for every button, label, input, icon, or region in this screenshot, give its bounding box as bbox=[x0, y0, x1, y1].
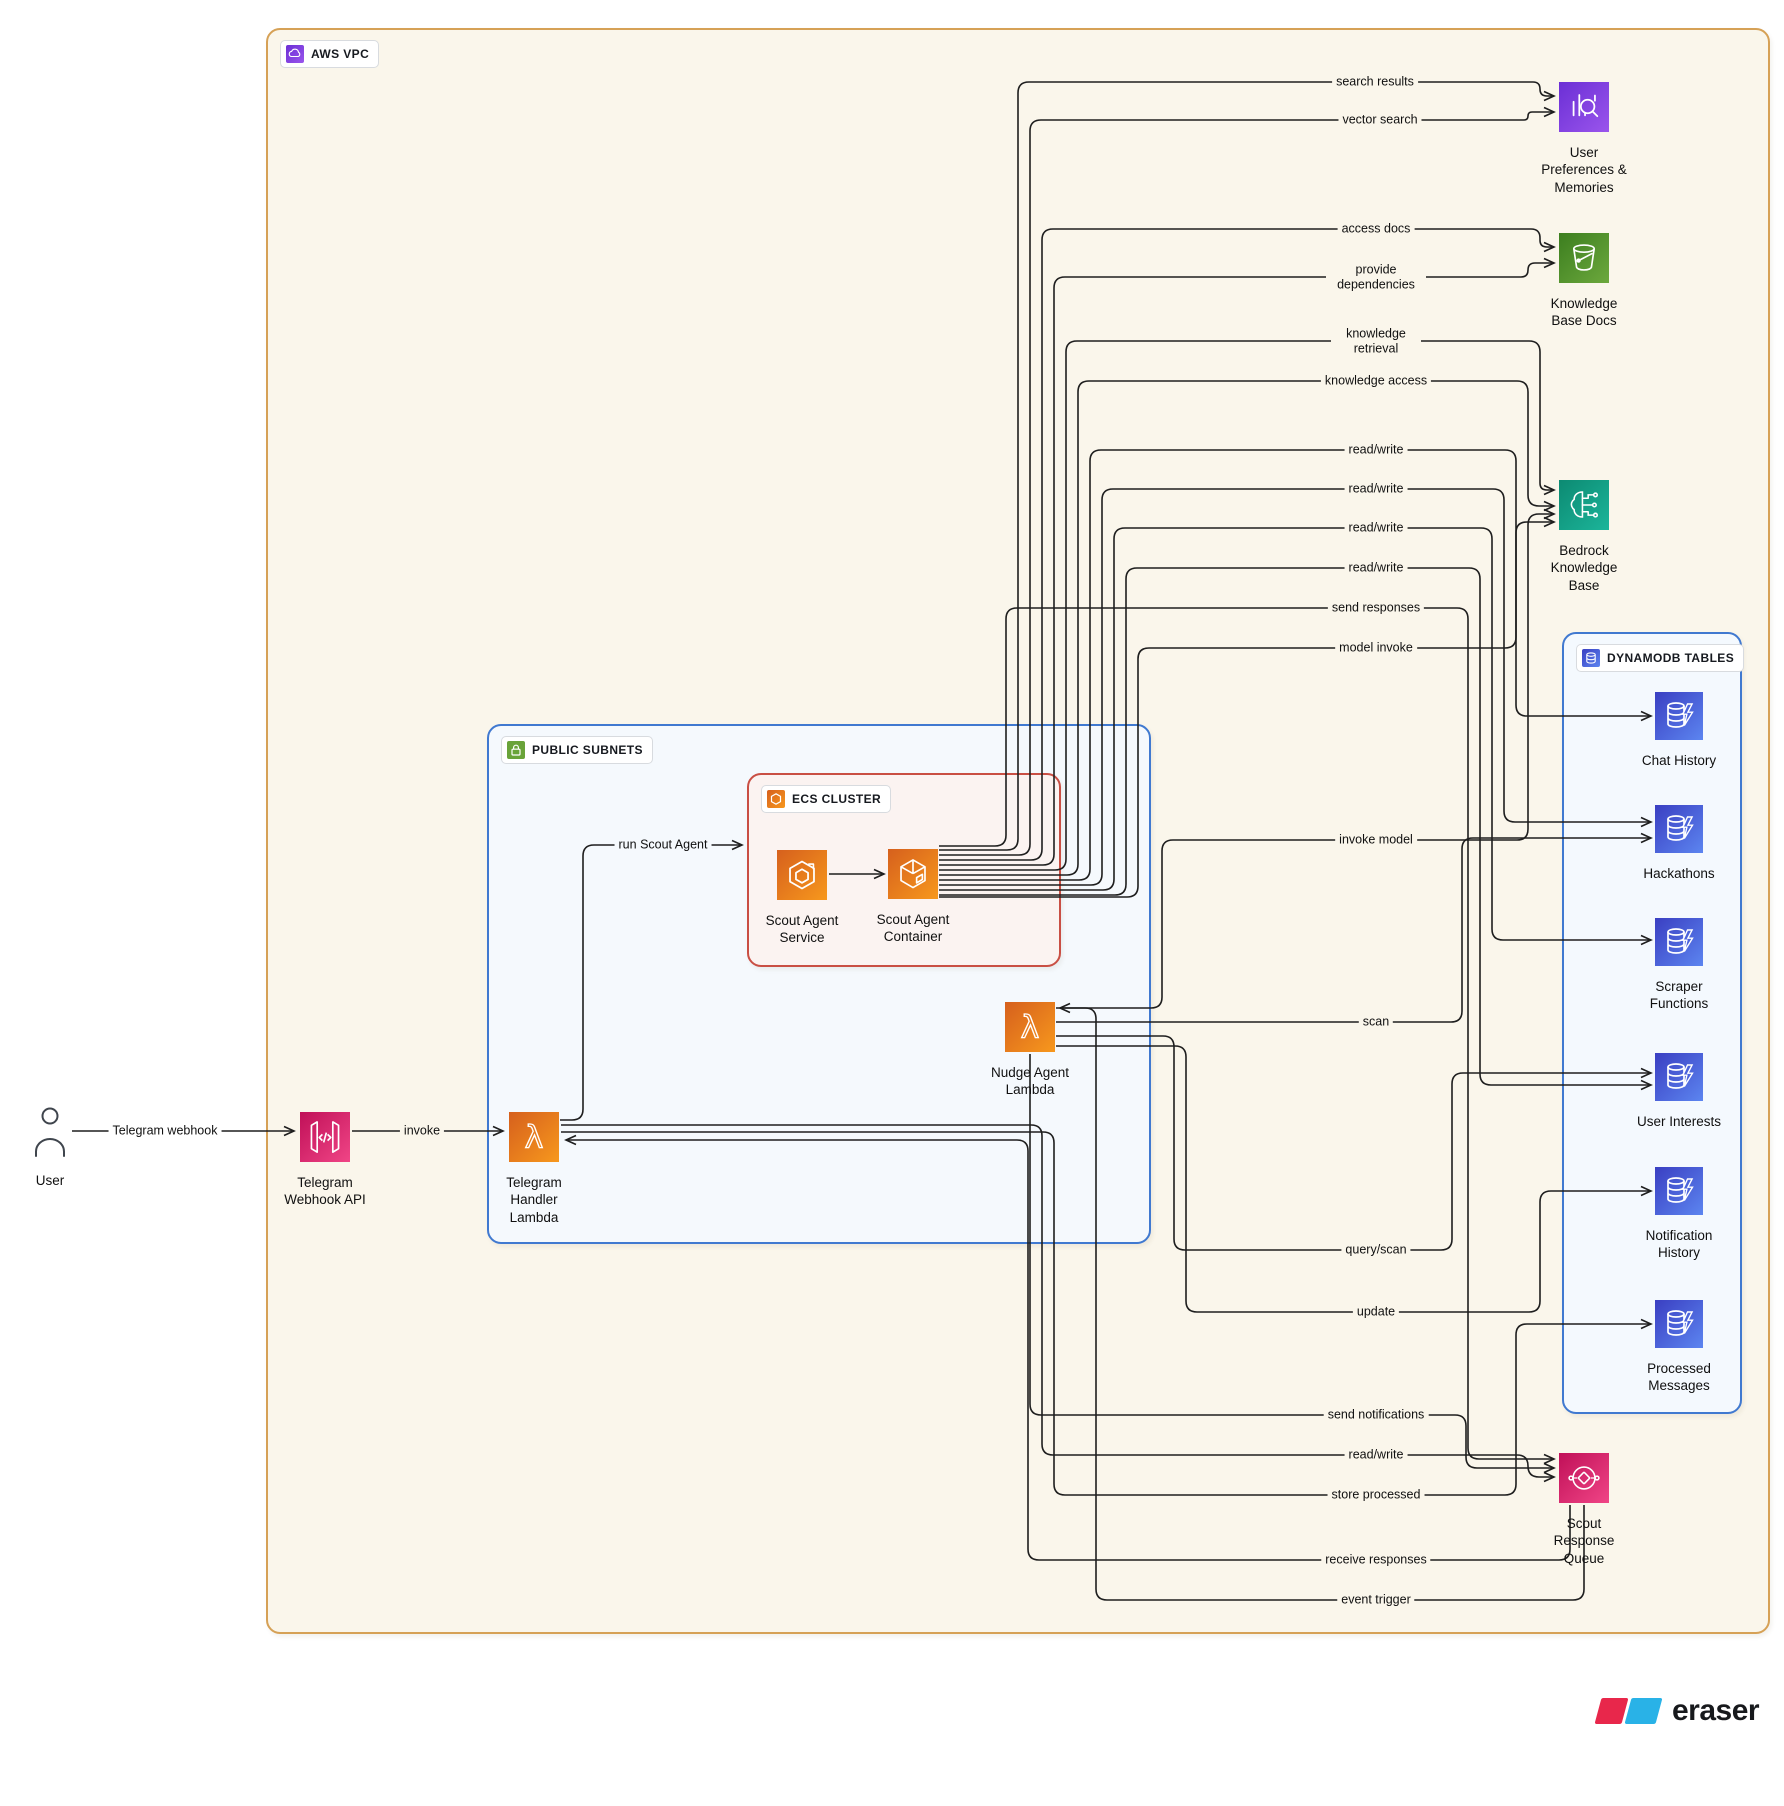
node-telegram-handler-lambda-label: Telegram Handler Lambda bbox=[506, 1175, 562, 1225]
edge-label-access_docs: access docs bbox=[1337, 220, 1415, 238]
node-processed-messages-label: Processed Messages bbox=[1647, 1361, 1711, 1394]
node-scout-response-queue: Scout Response Queue bbox=[1539, 1453, 1629, 1567]
edge-label-search_results: search results bbox=[1332, 73, 1418, 91]
edge-label-model_invoke: model invoke bbox=[1335, 639, 1417, 657]
node-bedrock-knowledge-base: Bedrock Knowledge Base bbox=[1539, 480, 1629, 594]
edge-label-knowledge_access: knowledge access bbox=[1320, 372, 1432, 390]
node-hackathons-label: Hackathons bbox=[1643, 866, 1715, 881]
vpc-label: AWS VPC bbox=[311, 47, 370, 61]
dynamodb-table-icon bbox=[1655, 692, 1703, 745]
node-scout-agent-container: Scout Agent Container bbox=[863, 849, 963, 946]
node-nudge-agent-lambda: λ Nudge Agent Lambda bbox=[980, 1002, 1080, 1099]
public-subnets-chip: PUBLIC SUBNETS bbox=[501, 736, 653, 764]
ecs-icon bbox=[767, 790, 785, 808]
dynamodb-tables-chip: DYNAMODB TABLES bbox=[1576, 644, 1745, 672]
edge-label-invoke: invoke bbox=[399, 1122, 445, 1140]
lambda-icon: λ bbox=[509, 1112, 559, 1167]
node-scout-agent-service: Scout Agent Service bbox=[752, 850, 852, 947]
bedrock-icon bbox=[1559, 480, 1609, 535]
node-scout-response-queue-label: Scout Response Queue bbox=[1553, 1516, 1615, 1566]
node-user-label: User bbox=[35, 1173, 65, 1188]
node-chat-history-label: Chat History bbox=[1641, 753, 1717, 768]
node-notification-history: Notification History bbox=[1629, 1167, 1729, 1262]
aws-vpc-chip: AWS VPC bbox=[280, 40, 380, 68]
node-scout-agent-service-label: Scout Agent Service bbox=[765, 913, 839, 946]
eraser-logo-text: eraser bbox=[1672, 1694, 1760, 1727]
dynamodb-table-icon bbox=[1655, 1300, 1703, 1353]
node-processed-messages: Processed Messages bbox=[1629, 1300, 1729, 1395]
edge-label-knowledge_retrieval: knowledge retrieval bbox=[1331, 325, 1421, 357]
edge-label-vector_search: vector search bbox=[1338, 111, 1422, 129]
node-telegram-webhook-api-label: Telegram Webhook API bbox=[284, 1175, 366, 1208]
svg-text:λ: λ bbox=[525, 1119, 544, 1155]
node-chat-history: Chat History bbox=[1624, 692, 1734, 769]
dynamodb-table-icon bbox=[1655, 918, 1703, 971]
ecs-cluster-chip: ECS CLUSTER bbox=[761, 785, 892, 813]
node-scraper-functions-label: Scraper Functions bbox=[1649, 979, 1709, 1012]
edge-label-update: update bbox=[1352, 1303, 1400, 1321]
ecs-container-icon bbox=[888, 849, 938, 904]
api-gateway-icon bbox=[300, 1112, 350, 1167]
eventbridge-icon bbox=[1559, 1453, 1609, 1508]
edge-label-telegram_webhook: Telegram webhook bbox=[108, 1122, 222, 1140]
ecs-service-icon bbox=[777, 850, 827, 905]
lambda-icon: λ bbox=[1005, 1002, 1055, 1057]
node-telegram-handler-lambda: λ Telegram Handler Lambda bbox=[494, 1112, 574, 1226]
edge-label-read_write_4: read/write bbox=[1344, 559, 1408, 577]
s3-bucket-icon bbox=[1559, 233, 1609, 288]
node-bedrock-knowledge-base-label: Bedrock Knowledge Base bbox=[1550, 543, 1618, 593]
public-subnets-label: PUBLIC SUBNETS bbox=[532, 743, 643, 757]
node-user-interests-label: User Interests bbox=[1636, 1114, 1722, 1129]
dynamodb-table-icon bbox=[1655, 805, 1703, 858]
edge-label-send_notifications: send notifications bbox=[1323, 1406, 1429, 1424]
svg-text:λ: λ bbox=[1021, 1009, 1040, 1045]
edge-label-event_trigger: event trigger bbox=[1337, 1591, 1415, 1609]
node-user-preferences-label: User Preferences & Memories bbox=[1541, 145, 1627, 195]
eraser-logo: eraser bbox=[1594, 1694, 1760, 1728]
subnet-lock-icon bbox=[507, 741, 525, 759]
node-knowledge-base-docs-label: Knowledge Base Docs bbox=[1550, 296, 1618, 329]
node-hackathons: Hackathons bbox=[1624, 805, 1734, 882]
eraser-logo-blue-shape bbox=[1624, 1698, 1663, 1724]
node-user-preferences: User Preferences & Memories bbox=[1534, 82, 1634, 196]
edge-label-read_write_1: read/write bbox=[1344, 441, 1408, 459]
node-nudge-agent-lambda-label: Nudge Agent Lambda bbox=[990, 1065, 1070, 1098]
dynamodb-icon bbox=[1582, 649, 1600, 667]
edge-label-invoke_model: invoke model bbox=[1335, 831, 1417, 849]
node-telegram-webhook-api: Telegram Webhook API bbox=[270, 1112, 380, 1209]
dynamodb-table-icon bbox=[1655, 1053, 1703, 1106]
edge-label-read_write_2: read/write bbox=[1344, 480, 1408, 498]
eraser-logo-red-shape bbox=[1594, 1698, 1629, 1724]
edge-label-read_write_3: read/write bbox=[1344, 519, 1408, 537]
edge-label-run_scout_agent: run Scout Agent bbox=[614, 836, 712, 854]
node-notification-history-label: Notification History bbox=[1645, 1228, 1713, 1261]
edge-label-store_processed: store processed bbox=[1327, 1486, 1425, 1504]
edge-label-send_responses: send responses bbox=[1327, 599, 1425, 617]
ecs-cluster-label: ECS CLUSTER bbox=[792, 792, 882, 806]
node-scraper-functions: Scraper Functions bbox=[1634, 918, 1724, 1013]
node-knowledge-base-docs: Knowledge Base Docs bbox=[1534, 233, 1634, 330]
edge-label-receive_responses: receive responses bbox=[1321, 1551, 1431, 1569]
edge-label-provide_dependencies: provide dependencies bbox=[1326, 261, 1426, 293]
node-user-interests: User Interests bbox=[1624, 1053, 1734, 1130]
dynamodb-table-icon bbox=[1655, 1167, 1703, 1220]
node-scout-agent-container-label: Scout Agent Container bbox=[876, 912, 950, 945]
edge-label-scan: scan bbox=[1358, 1013, 1394, 1031]
edge-label-read_write_5: read/write bbox=[1344, 1446, 1408, 1464]
user-icon bbox=[32, 1106, 68, 1165]
vpc-icon bbox=[286, 45, 304, 63]
preferences-search-icon bbox=[1559, 82, 1609, 137]
node-user: User bbox=[20, 1106, 80, 1189]
edge-label-query_scan: query/scan bbox=[1341, 1241, 1411, 1259]
dynamodb-tables-label: DYNAMODB TABLES bbox=[1607, 651, 1735, 665]
